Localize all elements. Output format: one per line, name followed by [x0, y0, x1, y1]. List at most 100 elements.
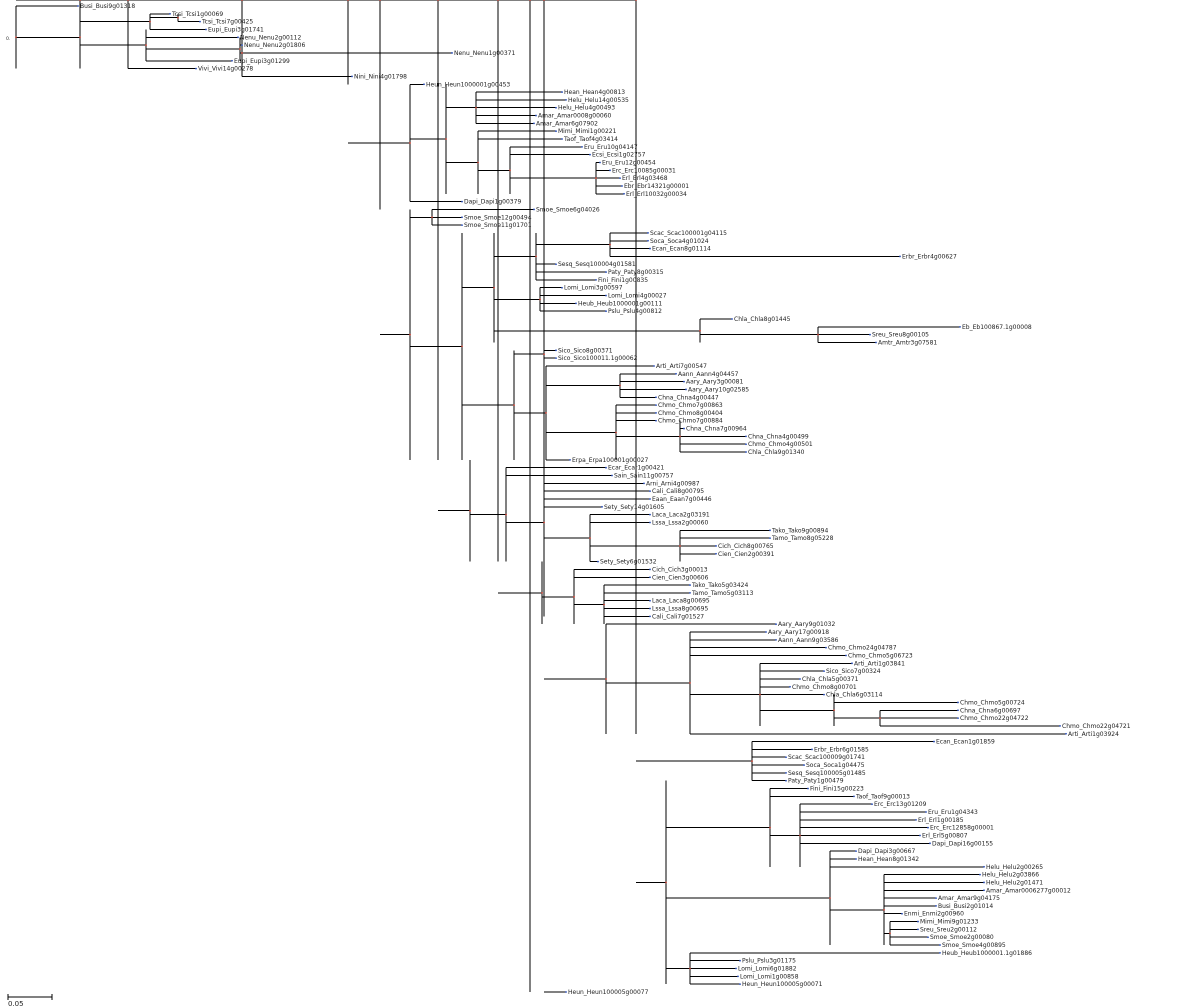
leaf-tip [605, 271, 607, 273]
internal-node [461, 345, 463, 348]
leaf-label: Erl_Erl10032g00034 [626, 191, 687, 198]
leaf-tip [649, 576, 651, 579]
internal-node [241, 52, 243, 54]
leaf-label: Paty_Paty8g00315 [608, 269, 664, 276]
internal-node [689, 967, 691, 970]
leaf-label: Taof_Taof4g03414 [563, 136, 618, 143]
leaf-tip [983, 889, 985, 892]
internal-node [347, 0, 349, 1]
leaf-tip [655, 396, 657, 399]
internal-node [477, 161, 479, 164]
leaf-label: Tamo_Tamo8g05228 [771, 535, 834, 542]
root-marker: 0. [6, 36, 10, 42]
leaf-tip [803, 764, 805, 766]
leaf-tip [739, 959, 741, 962]
leaf-label: Chmo_Chmo4g00501 [748, 441, 813, 448]
leaf-label: Scac_Scac100009g01741 [788, 754, 865, 761]
leaf-tip [205, 28, 207, 31]
leaf-label: Arti_Arti1g03841 [854, 660, 905, 667]
leaf-label: Arni_Arni4g00987 [646, 480, 700, 487]
leaf-label: Pslu_Pslu3g01175 [742, 958, 796, 965]
internal-node [445, 138, 447, 140]
leaf-label: Smoe_Smoe2g00080 [930, 934, 994, 941]
leaf-label: Pslu_Pslu4g00812 [608, 308, 662, 315]
leaf-tip [675, 372, 677, 375]
leaf-tip [605, 310, 607, 313]
leaf-tip [737, 975, 739, 978]
leaf-tip [241, 44, 243, 47]
leaf-tip [621, 185, 623, 187]
leaf-label: Chla_Chla6g03114 [826, 692, 883, 699]
leaf-label: Smoe_Smoe6g04026 [536, 206, 600, 213]
leaf-tip [649, 607, 651, 610]
leaf-label: Erl_Erl1g00185 [918, 817, 964, 824]
leaf-label: Laca_Laca2g03191 [652, 512, 710, 519]
leaf-tip [649, 599, 651, 602]
leaf-tip [649, 490, 651, 493]
leaf-tip [555, 349, 557, 352]
leaf-tip [581, 145, 583, 148]
leaf-tip [605, 466, 607, 469]
leaf-tip [461, 224, 463, 227]
leaf-tip [451, 52, 453, 54]
leaf-label: Cich_Cich3g00013 [652, 566, 708, 573]
leaf-tip [597, 560, 599, 563]
leaf-tip [535, 114, 537, 117]
leaf-tip [351, 75, 353, 78]
leaf-label: Chmo_Chmo8g00404 [658, 410, 723, 417]
leaf-label: Enmi_Enmi2g00960 [904, 911, 964, 918]
leaf-label: Chla_Chla8g01445 [734, 316, 791, 323]
leaf-tip [649, 521, 651, 524]
leaf-label: Hean_Hean8g01342 [858, 856, 919, 863]
leaf-tip [647, 232, 649, 234]
internal-node [535, 255, 537, 258]
leaf-tip [935, 905, 937, 907]
leaf-tip [689, 584, 691, 586]
leaf-tip [461, 200, 463, 203]
leaf-label: Mimi_Mimi1g00221 [558, 128, 617, 135]
leaf-tip [735, 967, 737, 970]
tree-branches [15, 0, 1066, 993]
internal-node [509, 169, 511, 172]
internal-node [619, 384, 621, 387]
internal-node [595, 177, 597, 180]
leaf-label: Amtr_Amtr3g07581 [878, 339, 937, 346]
internal-node [177, 16, 179, 19]
internal-node [127, 0, 129, 1]
leaf-tip [799, 678, 801, 680]
leaf-label: Cien_Cien3g00606 [652, 574, 709, 581]
leaf-label: Tamo_Tamo5g03113 [691, 590, 754, 597]
leaf-label: Paty_Paty1g00479 [788, 778, 844, 785]
internal-node [543, 521, 545, 524]
leaf-tip [915, 818, 917, 821]
leaf-label: Eb_Eb100867.1g00008 [962, 324, 1032, 331]
leaf-tip [869, 333, 871, 336]
leaf-tip [1059, 725, 1061, 727]
leaf-label: Chna_Chna6g00697 [960, 707, 1021, 714]
leaf-label: Cali_Cali7g01527 [652, 613, 704, 620]
leaf-label: Tcsi_Tcsi1g00069 [171, 11, 223, 18]
leaf-label: Amar_Amar0008g00060 [538, 113, 612, 120]
leaf-tip [619, 177, 621, 180]
leaf-label: Amar_Amar9g04175 [938, 895, 1000, 902]
leaf-label: Aann_Aann4g04457 [678, 371, 739, 378]
leaf-label: Chna_Chna4g00447 [658, 394, 719, 401]
internal-node [817, 333, 819, 336]
internal-node [379, 0, 381, 1]
leaf-tip [929, 842, 931, 845]
internal-node [431, 216, 433, 219]
leaf-label: Amar_Amar6g07902 [536, 120, 598, 127]
leaf-label: Chmo_Chmo8g00701 [792, 684, 857, 691]
internal-node [539, 298, 541, 301]
leaf-label: Cali_Cali8g00795 [652, 488, 704, 495]
internal-node [589, 537, 591, 540]
leaf-tip [649, 568, 651, 571]
internal-node [699, 329, 701, 332]
internal-node [15, 36, 17, 39]
leaf-label: Sico_Sico7g00324 [826, 668, 881, 675]
leaf-tip [555, 263, 557, 266]
leaf-label: Erl_Erl4g03468 [622, 175, 668, 182]
leaf-tip [775, 623, 777, 626]
leaf-tip [855, 850, 857, 853]
leaf-tip [533, 208, 535, 211]
